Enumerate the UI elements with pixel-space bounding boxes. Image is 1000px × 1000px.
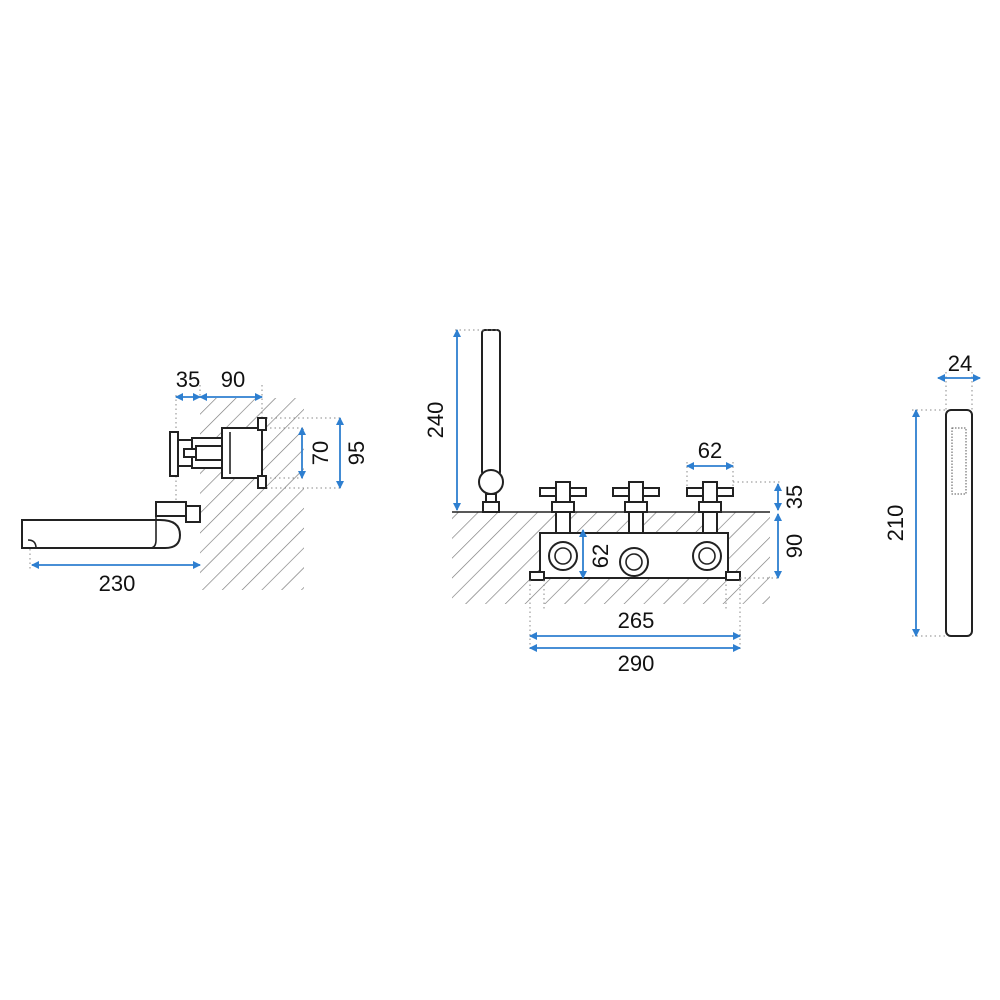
dim-port-spacing: 62 — [588, 544, 613, 568]
dim-wall-offset: 35 — [176, 367, 200, 392]
deck-handle-2 — [612, 481, 660, 534]
cross-handle — [169, 431, 197, 477]
dim-inner-height: 70 — [308, 441, 333, 465]
dim-handshower-height: 240 — [423, 402, 448, 439]
dim-handle-width: 62 — [698, 438, 722, 463]
dim-spout-length: 230 — [99, 571, 136, 596]
dim-length: 210 — [883, 505, 908, 542]
mixer-body — [221, 427, 263, 479]
dim-body-width: 265 — [618, 608, 655, 633]
side-view: 35 90 230 70 95 — [21, 367, 369, 596]
dim-body-depth: 90 — [782, 534, 807, 558]
deck-handle-3 — [686, 481, 734, 534]
bath-spout — [21, 501, 201, 549]
deck-hand-shower — [478, 329, 504, 513]
hand-shower-view: 24 210 — [883, 351, 981, 637]
deck-handle-1 — [539, 481, 587, 534]
dim-handle-height: 35 — [782, 485, 807, 509]
dim-total-width: 290 — [618, 651, 655, 676]
spray-face — [951, 427, 967, 495]
dim-outer-height: 95 — [344, 441, 369, 465]
dim-body-depth: 90 — [221, 367, 245, 392]
wall-section — [200, 398, 304, 590]
deck-view: 240 62 35 90 62 265 290 — [423, 329, 807, 676]
dim-width: 24 — [948, 351, 972, 376]
outlet-ports — [548, 541, 722, 577]
